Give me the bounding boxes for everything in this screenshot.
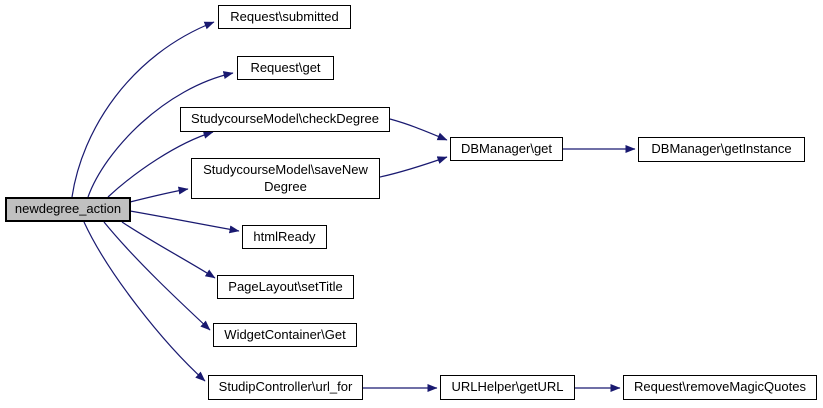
edge-newdegree-to-checkdegree [107,130,214,198]
node-widgetcontainer-get[interactable]: WidgetContainer\Get [213,323,357,347]
edge-newdegree-to-savenewdegree [129,186,189,203]
edge-newdegree-to-widgetcontainer [103,221,211,331]
edge-savenewdegree-to-dbmanager-get [379,156,448,178]
edge-newdegree-to-request-submitted [71,21,215,198]
edge-newdegree-to-urlfor [83,221,206,382]
edge-checkdegree-to-dbmanager-get [389,118,448,141]
node-studycoursemodel-savenewdegree[interactable]: StudycourseModel\saveNew Degree [191,158,380,199]
node-request-submitted[interactable]: Request\submitted [218,5,351,29]
node-dbmanager-getinstance[interactable]: DBManager\getInstance [638,137,805,162]
node-htmlready[interactable]: htmlReady [242,225,327,249]
node-pagelayout-settitle[interactable]: PageLayout\setTitle [217,275,354,299]
node-urlhelper-geturl[interactable]: URLHelper\getURL [440,375,575,400]
node-dbmanager-get[interactable]: DBManager\get [450,137,563,161]
edge-newdegree-to-settitle [121,221,216,279]
edge-newdegree-to-htmlready [129,210,240,234]
node-request-removemagicquotes[interactable]: Request\removeMagicQuotes [623,375,817,400]
node-studycoursemodel-checkdegree[interactable]: StudycourseModel\checkDegree [180,107,390,132]
node-studipcontroller-urlfor[interactable]: StudipController\url_for [208,375,363,400]
edge-newdegree-to-request-get [87,71,234,198]
node-request-get[interactable]: Request\get [237,56,334,80]
node-newdegree-action[interactable]: newdegree_action [5,197,131,222]
